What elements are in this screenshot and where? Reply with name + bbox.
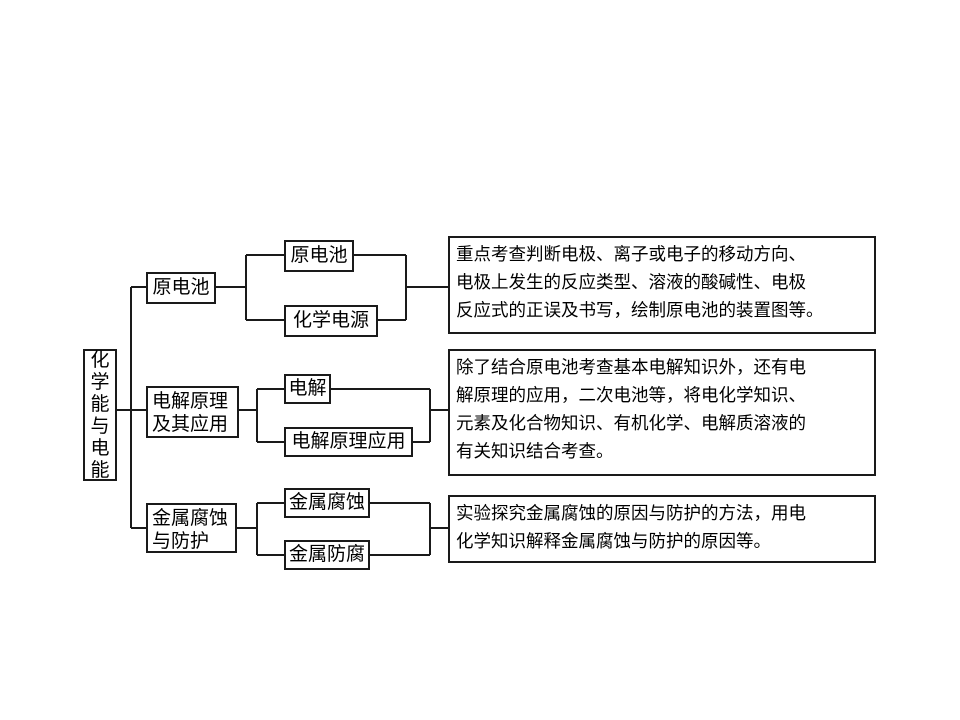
description-box-galvanic-cell: 重点考查判断电极、离子或电子的移动方向、 电极上发生的反应类型、溶液的酸碱性、电…: [448, 236, 876, 334]
description-line: 有关知识结合考查。: [456, 442, 614, 462]
description-box-metal-corrosion: 实验探究金属腐蚀的原因与防护的方法，用电 化学知识解释金属腐蚀与防护的原因等。: [448, 495, 876, 563]
leaf-node-metal-protection: 金属防腐: [284, 540, 370, 570]
leaf-node-galvanic-cell: 原电池: [284, 240, 354, 272]
branch-label: 金属腐蚀: [152, 507, 229, 529]
branch-label: 电解原理: [152, 390, 229, 412]
root-char: 电: [90, 437, 110, 459]
description-line: 重点考查判断电极、离子或电子的移动方向、: [456, 245, 806, 265]
leaf-node-electrolysis: 电解: [284, 374, 331, 404]
branch-node-galvanic-cell: 原电池: [146, 272, 216, 304]
root-char: 与: [90, 415, 110, 437]
description-line: 反应式的正误及书写，绘制原电池的装置图等。: [456, 301, 824, 321]
root-node: 化 学 能 与 电 能: [83, 349, 117, 481]
branch-label: 与防护: [152, 530, 210, 552]
description-line: 化学知识解释金属腐蚀与防护的原因等。: [456, 532, 771, 552]
root-char: 化: [90, 349, 110, 371]
root-char: 能: [90, 459, 110, 481]
root-char: 能: [90, 393, 110, 415]
leaf-node-metal-corrosion: 金属腐蚀: [284, 488, 370, 518]
branch-node-metal-corrosion: 金属腐蚀 与防护: [146, 503, 237, 553]
leaf-node-chemical-power-source: 化学电源: [284, 305, 378, 337]
description-line: 电极上发生的反应类型、溶液的酸碱性、电极: [456, 273, 806, 293]
leaf-node-electrolysis-application: 电解原理应用: [284, 427, 413, 457]
description-box-electrolysis: 除了结合原电池考查基本电解知识外，还有电 解原理的应用，二次电池等，将电化学知识…: [448, 349, 876, 476]
description-line: 除了结合原电池考查基本电解知识外，还有电: [456, 358, 806, 378]
description-line: 解原理的应用，二次电池等，将电化学知识、: [456, 386, 806, 406]
branch-label: 原电池: [152, 276, 210, 299]
branch-label: 及其应用: [152, 413, 229, 435]
description-line: 实验探究金属腐蚀的原因与防护的方法，用电: [456, 504, 806, 524]
branch-node-electrolysis: 电解原理 及其应用: [146, 386, 239, 438]
description-line: 元素及化合物知识、有机化学、电解质溶液的: [456, 414, 806, 434]
root-char: 学: [90, 371, 110, 393]
